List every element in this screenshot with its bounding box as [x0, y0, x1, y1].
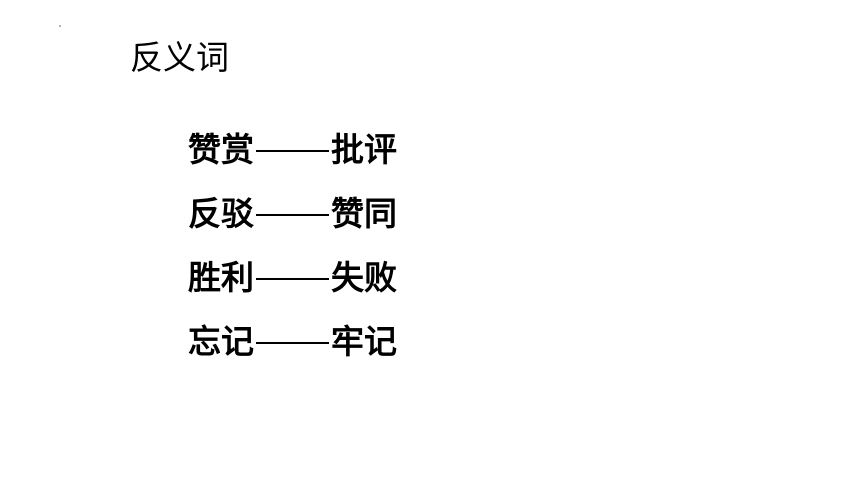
word-left: 反驳: [188, 194, 254, 233]
dash-separator: [256, 342, 329, 344]
dash-separator: [256, 278, 329, 280]
corner-dot: [59, 25, 61, 27]
antonym-pair: 赞赏 批评: [188, 118, 397, 182]
dash-separator: [256, 150, 329, 152]
word-left: 赞赏: [188, 130, 254, 169]
antonym-list: 赞赏 批评 反驳 赞同 胜利 失败 忘记 牢记: [188, 118, 397, 374]
antonym-pair: 胜利 失败: [188, 246, 397, 310]
word-right: 牢记: [331, 322, 397, 361]
antonym-pair: 忘记 牢记: [188, 310, 397, 374]
word-right: 批评: [331, 130, 397, 169]
word-right: 失败: [331, 258, 397, 297]
dash-separator: [256, 214, 329, 216]
slide-title: 反义词: [130, 38, 229, 77]
word-left: 胜利: [188, 258, 254, 297]
word-left: 忘记: [188, 322, 254, 361]
word-right: 赞同: [331, 194, 397, 233]
antonym-pair: 反驳 赞同: [188, 182, 397, 246]
